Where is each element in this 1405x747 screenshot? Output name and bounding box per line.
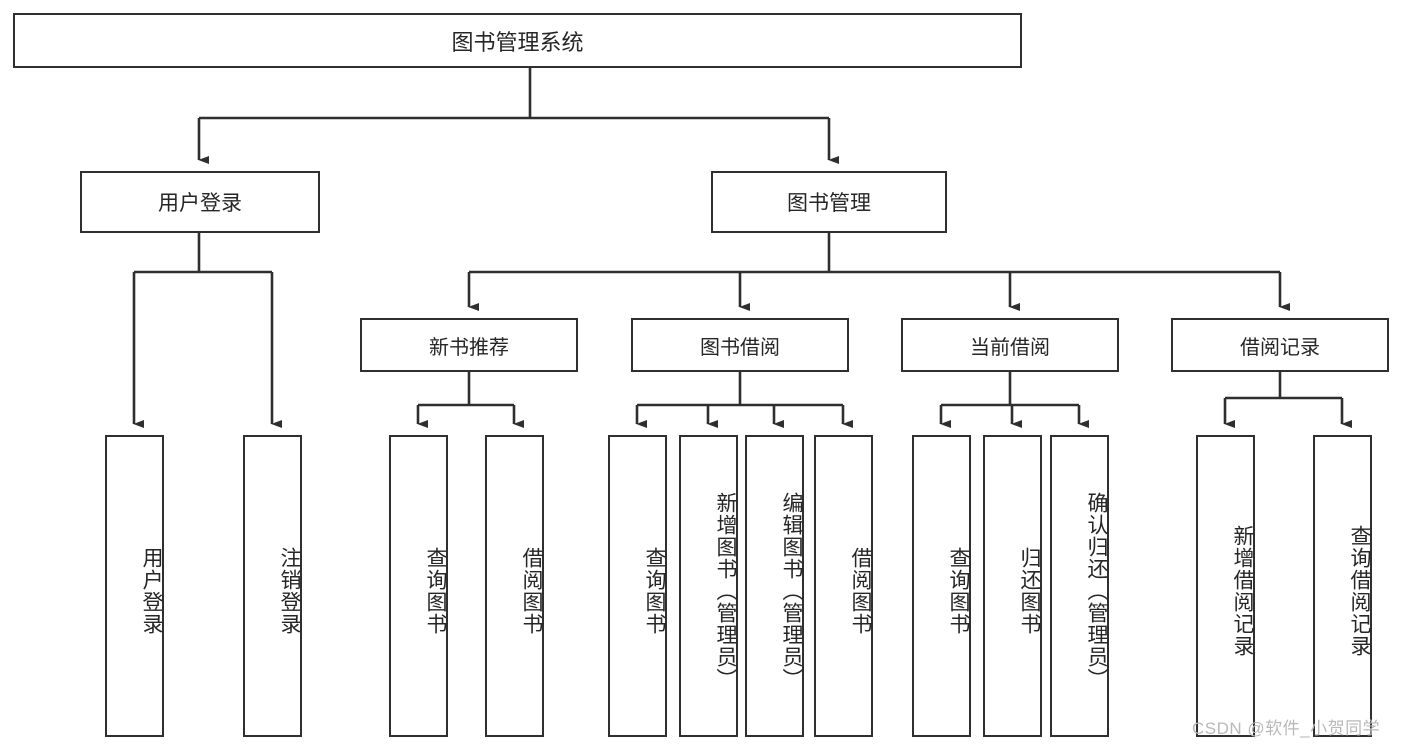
node-label: 编辑图书（管理员） <box>780 492 803 690</box>
node-borrow-record[interactable]: 借阅记录 <box>1171 318 1389 372</box>
node-label: 图书管理系统 <box>451 29 584 55</box>
node-label: 查询借阅记录 <box>1348 525 1371 657</box>
node-book-borrow[interactable]: 图书借阅 <box>631 318 849 372</box>
leaf-logout[interactable]: 注销登录 <box>243 435 302 737</box>
node-label: 用户登录 <box>158 192 242 215</box>
node-label: 借阅图书 <box>520 547 543 635</box>
leaf-nbr-borrow-book[interactable]: 借阅图书 <box>485 435 544 737</box>
leaf-bb-edit-book-admin[interactable]: 编辑图书（管理员） <box>745 435 804 737</box>
leaf-cb-return-book[interactable]: 归还图书 <box>983 435 1042 737</box>
node-label: 归还图书 <box>1018 547 1041 635</box>
node-label: 借阅记录 <box>1240 336 1320 359</box>
leaf-cb-query-book[interactable]: 查询图书 <box>912 435 971 737</box>
leaf-br-query-record[interactable]: 查询借阅记录 <box>1313 435 1372 737</box>
node-book-management[interactable]: 图书管理 <box>711 171 947 233</box>
leaf-bb-add-book-admin[interactable]: 新增图书（管理员） <box>679 435 738 737</box>
node-user-login[interactable]: 用户登录 <box>80 171 320 233</box>
node-label: 当前借阅 <box>970 336 1050 359</box>
csdn-watermark: CSDN @软件_小贺同学 <box>1192 719 1381 738</box>
node-label: 查询图书 <box>424 547 447 635</box>
node-current-borrow[interactable]: 当前借阅 <box>901 318 1119 372</box>
leaf-user-login[interactable]: 用户登录 <box>105 435 164 737</box>
node-label: 图书管理 <box>787 192 871 215</box>
node-label: 查询图书 <box>643 547 666 635</box>
node-label: 查询图书 <box>947 547 970 635</box>
node-label: 确认归还（管理员） <box>1085 492 1108 690</box>
leaf-br-add-record[interactable]: 新增借阅记录 <box>1196 435 1255 737</box>
node-label: 新增借阅记录 <box>1231 525 1254 657</box>
node-new-book-recommend[interactable]: 新书推荐 <box>360 318 578 372</box>
leaf-cb-confirm-return-admin[interactable]: 确认归还（管理员） <box>1050 435 1109 737</box>
leaf-nbr-query-book[interactable]: 查询图书 <box>389 435 448 737</box>
node-label: 图书借阅 <box>700 336 780 359</box>
leaf-bb-query-book[interactable]: 查询图书 <box>608 435 667 737</box>
leaf-bb-borrow-book[interactable]: 借阅图书 <box>814 435 873 737</box>
node-label: 新书推荐 <box>429 336 509 359</box>
node-label: 借阅图书 <box>849 547 872 635</box>
node-label: 新增图书（管理员） <box>714 492 737 690</box>
node-label: 注销登录 <box>278 547 301 635</box>
node-root-system[interactable]: 图书管理系统 <box>13 13 1022 68</box>
node-label: 用户登录 <box>140 547 163 635</box>
